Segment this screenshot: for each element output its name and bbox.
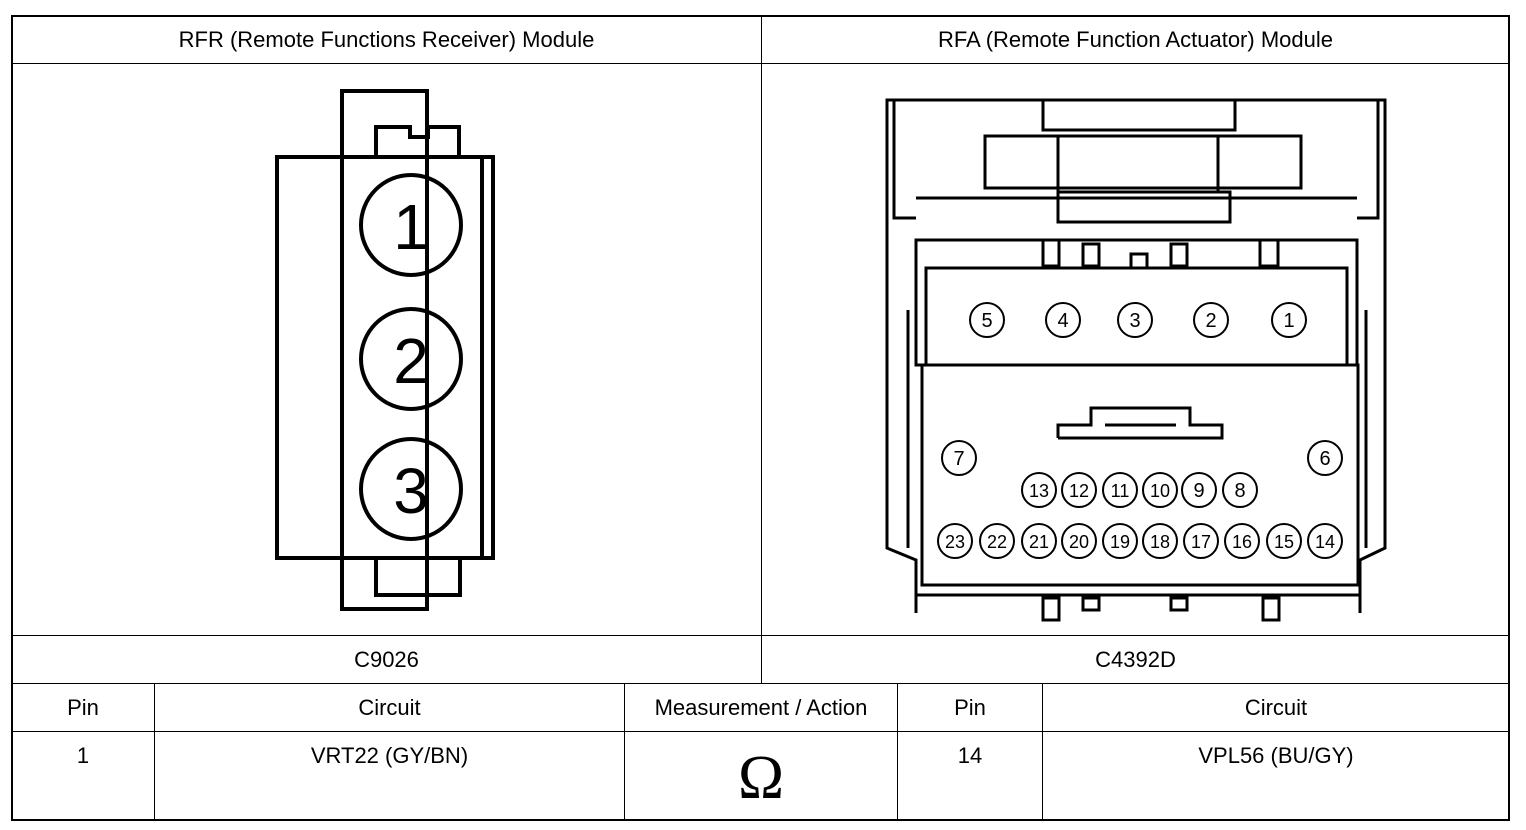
- rfa-pin-circle: [1307, 523, 1343, 559]
- rfa-pin-label: 7: [953, 448, 964, 470]
- grid-line: [624, 684, 625, 820]
- rfa-pin-label: 10: [1150, 481, 1170, 501]
- rfa-pin-label: 6: [1319, 448, 1330, 470]
- rfa-pin-circle: [1183, 523, 1219, 559]
- rfa-connector-id: C4392D: [1095, 647, 1176, 672]
- rfa-pin-label: 16: [1232, 532, 1252, 552]
- rfa-pin-label: 22: [987, 532, 1007, 552]
- rfa-pin-label: 23: [945, 532, 965, 552]
- rfa-pin-circle: [979, 523, 1015, 559]
- rfa-pin-label: 19: [1110, 532, 1130, 552]
- row-pin-right: 14: [957, 743, 983, 768]
- rfa-pin-circle: [969, 302, 1005, 338]
- rfa-pin-circle: [1061, 472, 1097, 508]
- row-circuit-right: VPL56 (BU/GY): [1198, 743, 1354, 768]
- grid-line: [1042, 684, 1043, 820]
- rfa-pin-circle: [1045, 302, 1081, 338]
- grid-line: [12, 683, 1509, 684]
- rfa-pin-label: 13: [1029, 481, 1049, 501]
- grid-line: [761, 16, 762, 684]
- rfa-pin-label: 5: [981, 310, 992, 332]
- rfa-pin-circle: [1102, 472, 1138, 508]
- rfa-pin-label: 14: [1315, 532, 1335, 552]
- rfr-module-header: RFR (Remote Functions Receiver) Module: [178, 27, 595, 52]
- rfa-pin-label: 17: [1191, 532, 1211, 552]
- rfa-pin-circle: [941, 440, 977, 476]
- rfa-pin-label: 11: [1111, 481, 1130, 501]
- grid-line: [12, 731, 1509, 732]
- rfa-pin-label: 18: [1150, 532, 1170, 552]
- grid-line: [154, 684, 155, 820]
- row-pin-left: 1: [76, 743, 90, 768]
- col-header-pin-right: Pin: [954, 695, 986, 720]
- row-circuit-left: VRT22 (GY/BN): [310, 743, 469, 768]
- pin-circle: [359, 307, 463, 411]
- rfa-pin-circle: [937, 523, 973, 559]
- rfa-pin-circle: [1271, 302, 1307, 338]
- rfa-pin-circle: [1142, 472, 1178, 508]
- rfa-pin-label: 8: [1234, 480, 1245, 502]
- rfa-pin-circle: [1142, 523, 1178, 559]
- rfr-pin-3-label: 3: [393, 455, 429, 527]
- ohm-symbol: Ω: [737, 744, 785, 812]
- rfa-module-header: RFA (Remote Function Actuator) Module: [938, 27, 1333, 52]
- col-header-circuit-right: Circuit: [1244, 695, 1308, 720]
- rfa-pin-circle: [1117, 302, 1153, 338]
- rfa-pin-circle: [1021, 472, 1057, 508]
- diagram-frame: [11, 15, 1510, 821]
- col-header-measurement: Measurement / Action: [654, 695, 868, 720]
- rfa-pin-circle: [1021, 523, 1057, 559]
- pin-circle: [359, 173, 463, 277]
- rfa-pin-label: 2: [1205, 310, 1216, 332]
- grid-line: [12, 63, 1509, 64]
- rfa-pin-circle: [1224, 523, 1260, 559]
- pin-circle: [359, 437, 463, 541]
- rfa-pin-label: 9: [1193, 480, 1204, 502]
- col-header-circuit-left: Circuit: [358, 695, 421, 720]
- rfa-pin-circle: [1181, 472, 1217, 508]
- rfr-pin-2-label: 2: [393, 325, 429, 397]
- grid-line: [12, 635, 1509, 636]
- col-header-pin-left: Pin: [67, 695, 99, 720]
- rfa-pin-circle: [1222, 472, 1258, 508]
- rfa-pin-label: 4: [1057, 310, 1068, 332]
- rfa-pin-label: 21: [1029, 532, 1049, 552]
- rfa-pin-label: 15: [1274, 532, 1294, 552]
- rfa-pin-circle: [1061, 523, 1097, 559]
- rfa-pin-circle: [1102, 523, 1138, 559]
- rfa-pin-label: 12: [1069, 481, 1089, 501]
- rfr-pin-1-label: 1: [393, 191, 429, 263]
- grid-line: [897, 684, 898, 820]
- rfa-pin-circle: [1266, 523, 1302, 559]
- rfa-pin-label: 3: [1129, 310, 1140, 332]
- rfa-pin-circle: [1193, 302, 1229, 338]
- rfr-connector-id: C9026: [354, 647, 419, 672]
- rfa-pin-label: 20: [1069, 532, 1089, 552]
- rfa-pin-label: 1: [1283, 310, 1294, 332]
- rfa-pin-circle: [1307, 440, 1343, 476]
